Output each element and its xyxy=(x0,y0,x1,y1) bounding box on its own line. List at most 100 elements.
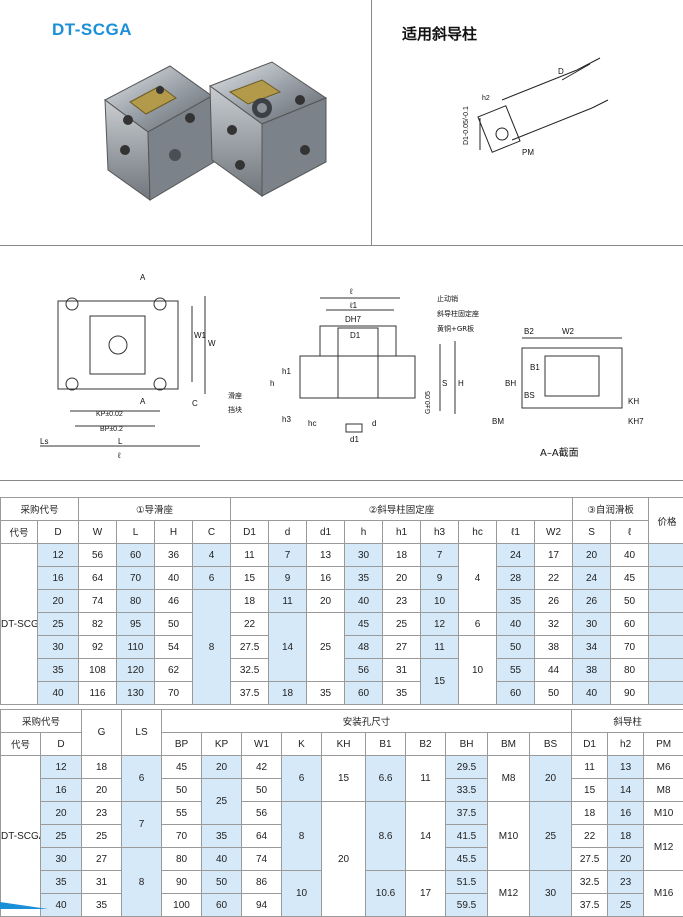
cell: 15 xyxy=(322,756,366,802)
cell: 108 xyxy=(79,659,117,682)
t2-col-code: 代号 xyxy=(1,733,41,756)
t1-col-d: D xyxy=(38,521,79,544)
cell: 15 xyxy=(572,779,608,802)
cell: 22 xyxy=(572,825,608,848)
cell: 37.5 xyxy=(572,894,608,917)
cell: 4 xyxy=(459,544,497,613)
t1-code: DT-SCGA xyxy=(1,544,38,705)
label-side-ell: ℓ xyxy=(349,287,353,296)
label-h1: h1 xyxy=(282,367,291,376)
cell: 13 xyxy=(307,544,345,567)
cell: 35 xyxy=(383,682,421,705)
cell: 31 xyxy=(383,659,421,682)
table-row: 16 64 70 40 6 15 9 16 35 20 9 28 22 24 4… xyxy=(1,567,683,590)
cell: 25 xyxy=(530,802,572,871)
t2-col-b1: B1 xyxy=(366,733,406,756)
cell: 64 xyxy=(79,567,117,590)
cell: 40 xyxy=(38,682,79,705)
cell: 22 xyxy=(231,613,269,636)
t2-col-h2: h2 xyxy=(608,733,644,756)
cell: 60 xyxy=(117,544,155,567)
label-l: L xyxy=(118,437,123,446)
cell: 26 xyxy=(573,590,611,613)
cell: M10 xyxy=(488,802,530,871)
table-row: DT-SCGA 12 18 6 45 20 42 6 15 6.6 11 29.… xyxy=(1,756,683,779)
cell: 7 xyxy=(269,544,307,567)
spec-table-2: 采购代号 G LS 安装孔尺寸 斜导柱 代号 D BP KP W1 K KH B… xyxy=(0,709,683,917)
cell: 18 xyxy=(572,802,608,825)
cell: M12 xyxy=(644,825,683,871)
cell: 37.5 xyxy=(231,682,269,705)
cell: 20 xyxy=(383,567,421,590)
t1-col-h1: h1 xyxy=(383,521,421,544)
cell: 60 xyxy=(611,613,649,636)
cell: 70 xyxy=(162,825,202,848)
t1-col-ell: ℓ xyxy=(611,521,649,544)
cell: 8 xyxy=(282,802,322,871)
cell: 36 xyxy=(155,544,193,567)
cell: 12 xyxy=(421,613,459,636)
cell: 33.5 xyxy=(446,779,488,802)
cell: 50 xyxy=(497,636,535,659)
cell: 10 xyxy=(282,871,322,917)
cell: 4 xyxy=(193,544,231,567)
t1-col-w2: W2 xyxy=(535,521,573,544)
cell: 6 xyxy=(282,756,322,802)
cell: 20 xyxy=(202,756,242,779)
cell: 11 xyxy=(231,544,269,567)
label-pm: PM xyxy=(522,148,534,157)
product-photo-panel: DT-SCGA xyxy=(0,0,372,246)
cell: 60 xyxy=(345,682,383,705)
cell: 60 xyxy=(202,894,242,917)
cell: 70 xyxy=(117,567,155,590)
cell: 120 xyxy=(117,659,155,682)
cell: 16 xyxy=(608,802,644,825)
label-b1: B1 xyxy=(530,363,540,372)
t2-col-bh: BH xyxy=(446,733,488,756)
cell: 50 xyxy=(242,779,282,802)
label-hc: hc xyxy=(308,419,316,428)
cell: 12 xyxy=(38,544,79,567)
cell: 18 xyxy=(82,756,122,779)
cell: 35 xyxy=(41,871,82,894)
cell: 9 xyxy=(421,567,459,590)
label-kh: KH xyxy=(628,397,639,406)
cell: 45 xyxy=(162,756,202,779)
t1-col-l: L xyxy=(117,521,155,544)
table-row: 20 23 7 55 56 8 20 8.6 14 37.5 M10 25 18… xyxy=(1,802,683,825)
t2-col-d: D xyxy=(41,733,82,756)
t1-col-w: W xyxy=(79,521,117,544)
cell: 11 xyxy=(421,636,459,659)
cell: 64 xyxy=(242,825,282,848)
cell: 40 xyxy=(41,894,82,917)
label-slide: 滑座 xyxy=(228,391,242,400)
cell: 11 xyxy=(572,756,608,779)
cell: 41.5 xyxy=(446,825,488,848)
cell: M12 xyxy=(488,871,530,917)
cell: 38 xyxy=(573,659,611,682)
cell: 48 xyxy=(345,636,383,659)
cell: 25 xyxy=(41,825,82,848)
cell: 35 xyxy=(82,894,122,917)
cell: 59.5 xyxy=(446,894,488,917)
cell: 38 xyxy=(535,636,573,659)
cell: 12 xyxy=(41,756,82,779)
label-bs: BS xyxy=(524,391,535,400)
cell: 35 xyxy=(345,567,383,590)
t2-col-ls: LS xyxy=(122,710,162,756)
cell: 16 xyxy=(307,567,345,590)
cell: 27.5 xyxy=(231,636,269,659)
table-row: 20 74 80 46 8 18 11 20 40 23 10 35 26 26… xyxy=(1,590,683,613)
cell: 130 xyxy=(117,682,155,705)
cell: 8 xyxy=(122,848,162,917)
cell: 15 xyxy=(421,659,459,705)
cell: 30 xyxy=(38,636,79,659)
cell: 18 xyxy=(231,590,269,613)
cell: 116 xyxy=(79,682,117,705)
cell: 80 xyxy=(162,848,202,871)
t1-col-l1: ℓ1 xyxy=(497,521,535,544)
t1-col-h-small: h xyxy=(345,521,383,544)
price-cell xyxy=(649,590,683,613)
t2-col-bs: BS xyxy=(530,733,572,756)
cell: 20 xyxy=(322,802,366,917)
